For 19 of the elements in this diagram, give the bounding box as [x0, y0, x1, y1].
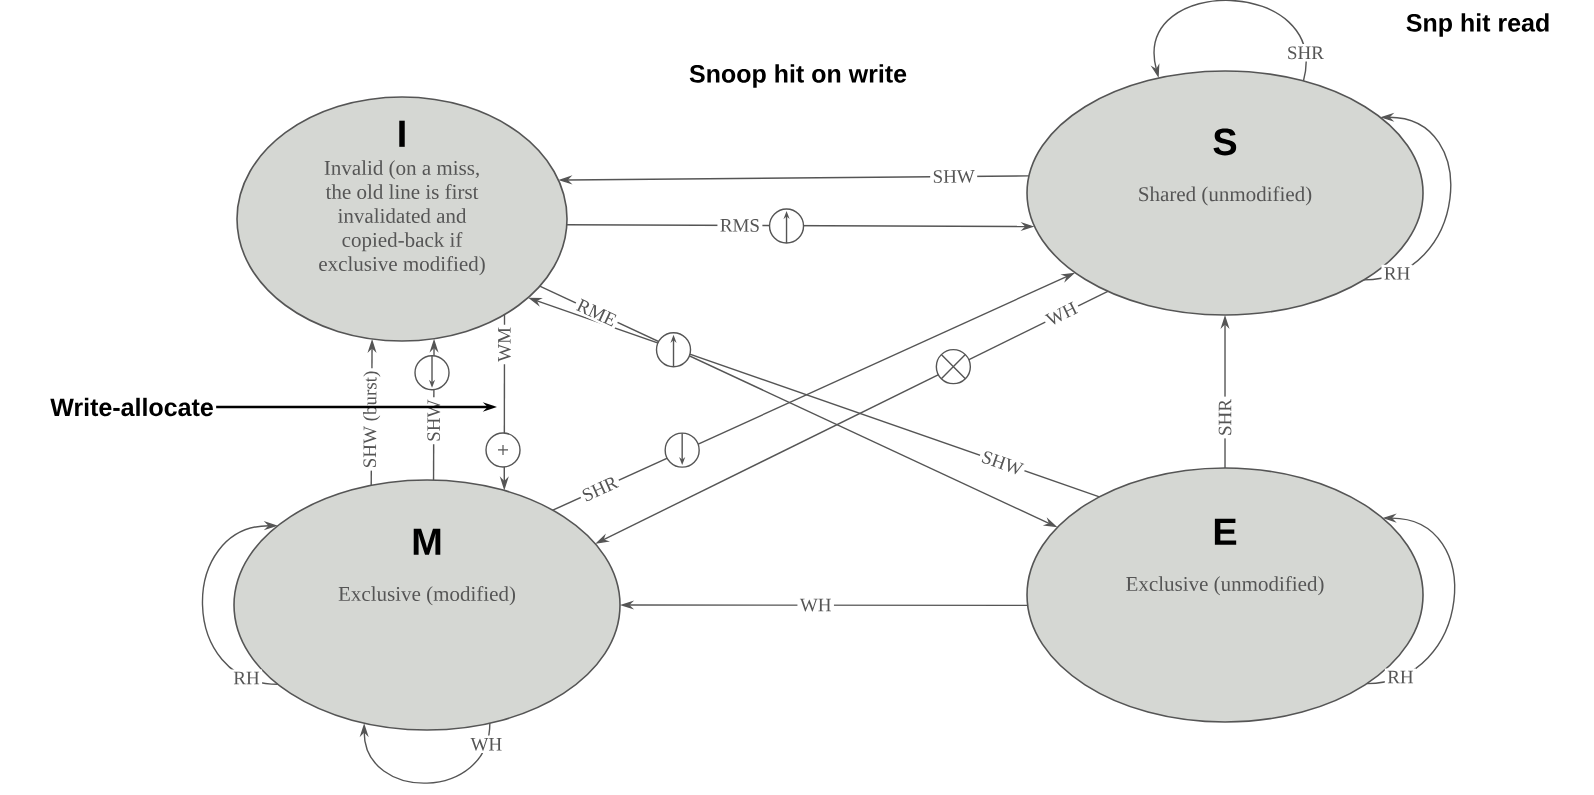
edge-label: SHW [977, 446, 1028, 480]
edge-label: RME [572, 295, 622, 331]
edge-label: SHR [1284, 44, 1327, 62]
edge-label: RH [1384, 668, 1416, 686]
edge-label: RH [1381, 264, 1413, 282]
annotation-text: Snp hit read [1406, 13, 1549, 37]
edge-label: RH [230, 669, 263, 687]
loop-arrow [359, 722, 491, 784]
edge-label: RMS [717, 216, 763, 235]
edge-label: WH [797, 596, 834, 614]
edge-label: WH [1041, 298, 1082, 330]
edge-label: WH [468, 735, 505, 754]
edge-label: SHW [930, 167, 978, 186]
loop-arrow [201, 521, 279, 685]
edge-label: SHR [577, 472, 623, 506]
annotation-text: Write-allocate [50, 397, 213, 417]
edge-label: WM [495, 324, 514, 365]
annotation-text: Snoop hit on write [689, 64, 907, 88]
edge-label: SHR [1216, 396, 1234, 439]
